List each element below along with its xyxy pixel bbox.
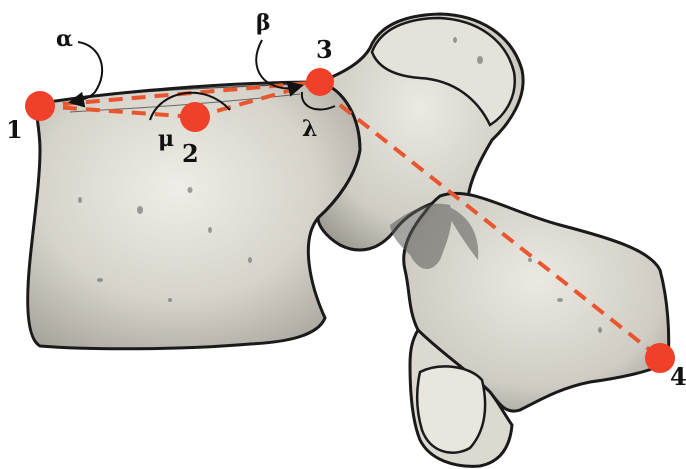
- alpha-arrow: [72, 42, 102, 102]
- point-label-3: 3: [316, 35, 333, 64]
- angle-label-mu: μ: [158, 126, 174, 152]
- point-label-2: 2: [182, 139, 199, 168]
- angle-label-alpha: α: [56, 26, 73, 52]
- landmark-point-3: [306, 68, 334, 96]
- angle-label-beta: β: [256, 10, 271, 36]
- angle-label-lambda: λ: [302, 116, 317, 142]
- landmark-point-2: [180, 102, 210, 132]
- landmark-point-1: [25, 91, 55, 121]
- point-label-4: 4: [670, 362, 686, 391]
- lower-lobe: [417, 366, 485, 452]
- point-label-1: 1: [6, 115, 23, 144]
